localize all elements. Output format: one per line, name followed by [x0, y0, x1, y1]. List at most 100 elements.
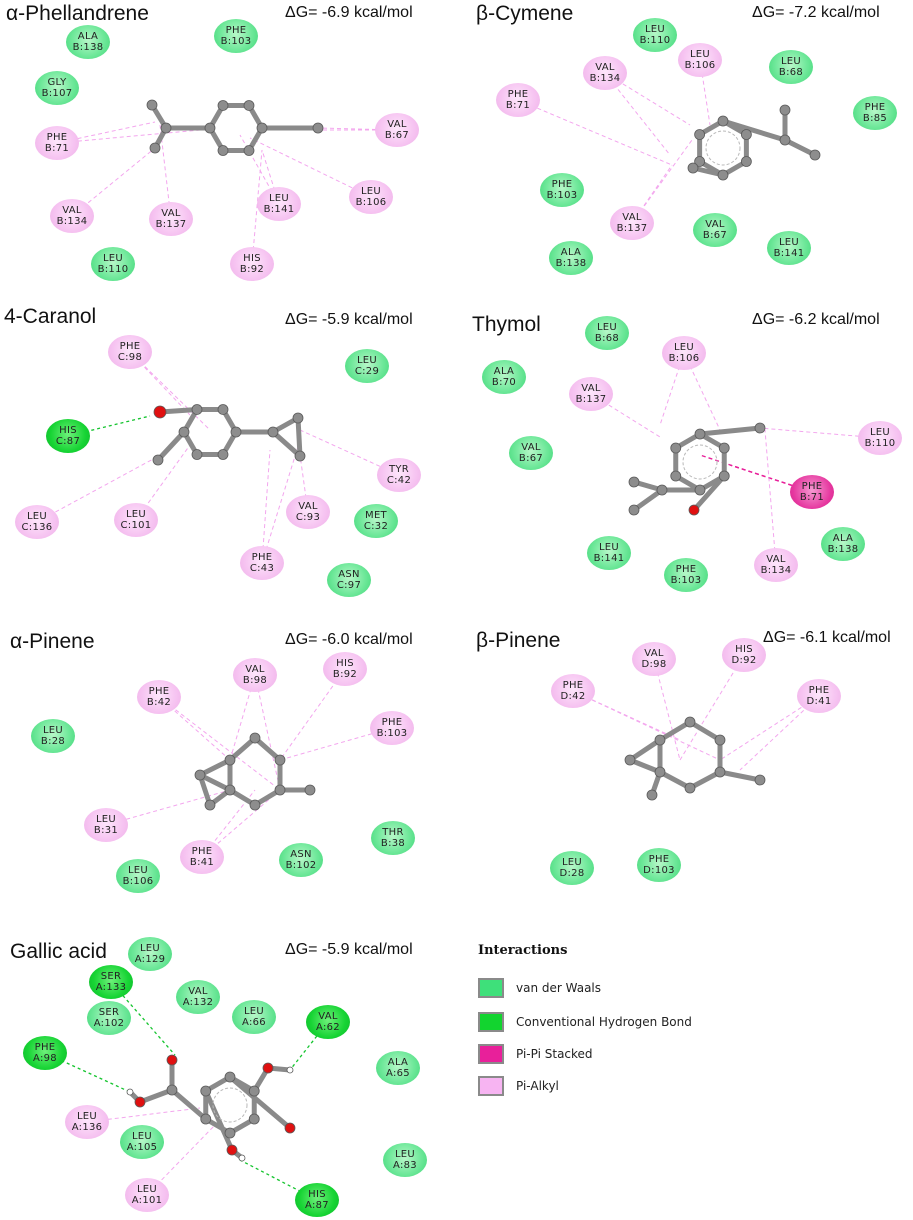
hydrogen-bond-line	[110, 981, 176, 1056]
legend-label: Conventional Hydrogen Bond	[516, 1015, 692, 1029]
binding-energy-label: ΔG= -5.9 kcal/mol	[285, 941, 413, 958]
binding-energy-label: ΔG= -6.0 kcal/mol	[285, 631, 413, 648]
pi-alkyl-interaction-line	[631, 164, 673, 224]
panel-title-4-caranol: 4-Caranol	[4, 305, 97, 328]
legend-label: van der Waals	[516, 981, 602, 995]
thymol-structure	[628, 422, 766, 516]
legend-item-van-der-waals: van der Waals	[478, 978, 601, 998]
pi-alkyl-interaction-line	[261, 439, 301, 564]
pi-alkyl-interaction-line	[36, 457, 156, 523]
legend-title: Interactions	[478, 943, 568, 958]
pi-alkyl-interaction-line	[764, 429, 777, 566]
legend-item-hydrogen-bond: Conventional Hydrogen Bond	[478, 1012, 692, 1032]
pi-alkyl-interaction-line	[317, 127, 398, 131]
legend-swatch-hydrogen-bond	[478, 1012, 504, 1032]
pi-alkyl-interaction-line	[56, 129, 201, 144]
legend-item-pi-pi-stacked: Pi-Pi Stacked	[478, 1044, 593, 1064]
alpha-pinene-structure	[194, 732, 316, 811]
pi-alkyl-interaction-line	[254, 674, 281, 791]
pi-alkyl-interaction-line	[279, 668, 346, 761]
binding-energy-label: ΔG= -5.9 kcal/mol	[285, 311, 413, 328]
panel-title-beta-pinene: β-Pinene	[476, 629, 561, 652]
pi-alkyl-interaction-line	[158, 696, 281, 791]
legend-item-pi-alkyl: Pi-Alkyl	[478, 1076, 559, 1096]
pi-alkyl-interaction-line	[261, 449, 271, 564]
pi-alkyl-interaction-line	[699, 454, 813, 493]
panel-title-thymol: Thymol	[472, 313, 541, 336]
pi-alkyl-interaction-line	[572, 690, 681, 741]
binding-energy-label: ΔG= -6.9 kcal/mol	[285, 4, 413, 21]
4-caranol-structure	[152, 404, 306, 466]
pi-alkyl-interaction-line	[759, 427, 881, 439]
pi-alkyl-interaction-line	[719, 695, 820, 761]
gallic-acid-structure	[126, 1054, 296, 1162]
panel-title-alpha-pinene: α-Pinene	[10, 630, 95, 653]
legend-swatch-pi-alkyl	[478, 1076, 504, 1096]
binding-energy-label: ΔG= -7.2 kcal/mol	[752, 4, 880, 21]
panel-title-beta-cymene: β-Cymene	[476, 2, 574, 25]
panel-title-gallic-acid: Gallic acid	[10, 940, 107, 963]
panel-title-alpha-phellandrene: α-Phellandrene	[6, 2, 149, 25]
binding-energy-label: ΔG= -6.2 kcal/mol	[752, 311, 880, 328]
beta-pinene-structure	[624, 716, 766, 801]
pi-alkyl-interaction-line	[279, 727, 393, 761]
